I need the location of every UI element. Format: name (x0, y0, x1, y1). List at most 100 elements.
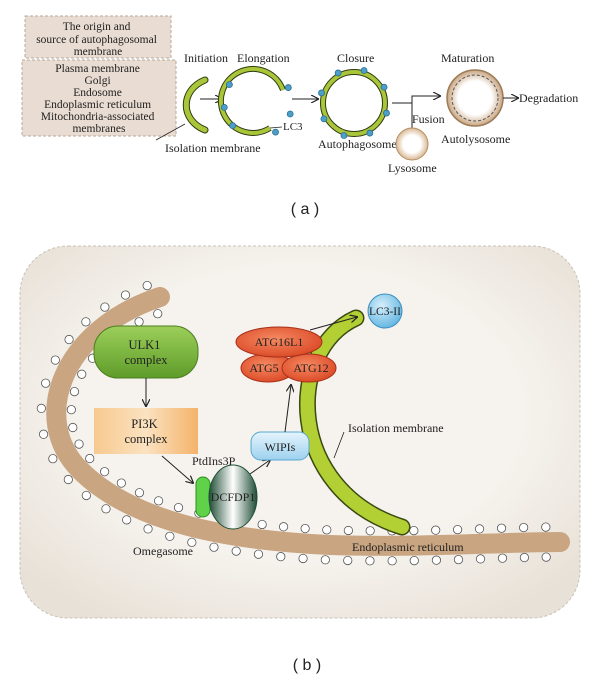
autolysosome (446, 69, 504, 127)
lc3-ii (367, 293, 403, 329)
arrow-closure-maturation (392, 96, 440, 104)
ribosome-dot (100, 302, 110, 312)
autolysosome-label: Autolysosome (441, 132, 510, 146)
ribosome-dot (41, 378, 51, 388)
arrow-pi3k-ptdins3p (161, 455, 193, 483)
lc3-dot (320, 115, 328, 123)
lc3-dot (229, 122, 237, 130)
lysosome (395, 127, 429, 161)
ribosome-dot (153, 309, 163, 319)
ribosome-dot (165, 531, 175, 541)
ribosome-dot (50, 355, 60, 365)
ribosome-dot (143, 524, 153, 534)
er-ribosome-dots (36, 281, 551, 566)
lc3-ii-label: LC3-II (369, 306, 401, 318)
ribosome-dot (278, 522, 289, 532)
arrow-wipis-atg (284, 385, 291, 433)
ribosome-dot (541, 552, 551, 562)
autophagosome-membrane (321, 70, 387, 136)
ribosome-dot (322, 525, 332, 535)
origin-title: The origin and source of autophagosomal … (36, 21, 160, 58)
ribosome-dot (253, 549, 264, 559)
lc3-dot (225, 81, 233, 89)
ribosome-dot (496, 523, 507, 533)
panel-b: Isolation membrane ULK1 complex PI3K com… (19, 245, 581, 674)
initiation-membrane (183, 77, 208, 133)
dcfdp1 (208, 464, 258, 530)
ulk1-label: ULK1 complex (124, 338, 168, 367)
atg12-label: ATG12 (293, 361, 328, 375)
closure-lc3-dots (318, 67, 390, 139)
degradation-label: Degradation (519, 91, 578, 105)
stage-initiation-label: Initiation (184, 51, 228, 65)
ribosome-dot (541, 522, 551, 532)
ulk1-complex (93, 325, 199, 379)
ribosome-dot (475, 554, 486, 564)
panel-b-caption: ( b ) (293, 657, 321, 674)
lc3-dot (383, 109, 390, 117)
ribosome-dot (142, 281, 152, 291)
membrane-sources-box (21, 59, 177, 137)
dcfdp1-label: DCFDP1 (211, 490, 256, 504)
lc3-dot (340, 132, 348, 139)
lc3-dot (272, 128, 279, 136)
pi3k-complex (94, 408, 198, 454)
ribosome-dot (100, 467, 110, 477)
isolation-membrane-pointer-b (333, 431, 345, 459)
endoplasmic-reticulum (46, 287, 570, 556)
elongation-membrane (218, 66, 285, 135)
ribosome-dot (298, 553, 308, 564)
ribosome-dot (452, 524, 463, 535)
ribosome-dot (85, 453, 95, 464)
ribosome-dot (48, 454, 58, 464)
isolation-membrane-label-b: Isolation membrane (348, 421, 444, 435)
ribosome-dot (66, 405, 76, 415)
ribosome-dot (387, 556, 397, 566)
arrow-dcfdp1-wipis (249, 460, 270, 475)
ribosome-dot (409, 525, 419, 536)
ribosome-dot (365, 556, 375, 566)
isolation-membrane-b (300, 311, 409, 534)
stage-maturation-label: Maturation (441, 51, 494, 65)
autophagosome-label: Autophagosome (318, 137, 397, 151)
ribosome-dot (231, 546, 241, 556)
ribosome-dot (116, 478, 126, 488)
ribosome-dot (453, 554, 464, 565)
atg16l1-label: ATG16L1 (255, 335, 304, 349)
ribosome-dot (257, 519, 267, 530)
lysosome-label: Lysosome (388, 161, 437, 175)
ribosome-dot (134, 317, 144, 327)
atg16l1 (235, 326, 323, 358)
ribosome-dot (64, 334, 74, 345)
wipis-label: WIPIs (265, 440, 296, 454)
lc3-dot (318, 89, 325, 97)
ribosome-dot (276, 552, 286, 562)
ribosome-dot (497, 553, 508, 563)
ribosome-dot (81, 490, 91, 501)
stage-elongation-label: Elongation (237, 51, 290, 65)
ribosome-dot (68, 422, 78, 433)
omegasome-label: Omegasome (133, 544, 193, 558)
ribosome-dot (209, 542, 219, 552)
ribosome-dot (300, 523, 310, 534)
autolysosome-inner-membrane (451, 74, 499, 122)
ribosome-dot (74, 439, 84, 449)
ribosome-dot (519, 522, 529, 533)
ribosome-dot (36, 403, 46, 414)
ribosome-dot (38, 429, 49, 439)
isolation-membrane-label-a: Isolation membrane (165, 141, 261, 155)
lc3-dot (360, 67, 368, 74)
panel-a: The origin and source of autophagosomal … (21, 15, 578, 218)
origin-title-box (24, 15, 172, 59)
ribosome-dot (409, 555, 419, 566)
ribosome-dot (122, 515, 132, 525)
ribosome-dot (343, 525, 353, 536)
lc3-dot (366, 129, 374, 137)
ribosome-dot (343, 555, 353, 566)
ribosome-dot (69, 387, 80, 397)
ribosome-dot (63, 474, 73, 485)
elongation-lc3-dots (220, 81, 294, 136)
ribosome-dot (365, 526, 375, 536)
atg5-label: ATG5 (249, 361, 278, 375)
membrane-sources-list: Plasma membrane Golgi Endosome Endoplasm… (41, 63, 158, 135)
